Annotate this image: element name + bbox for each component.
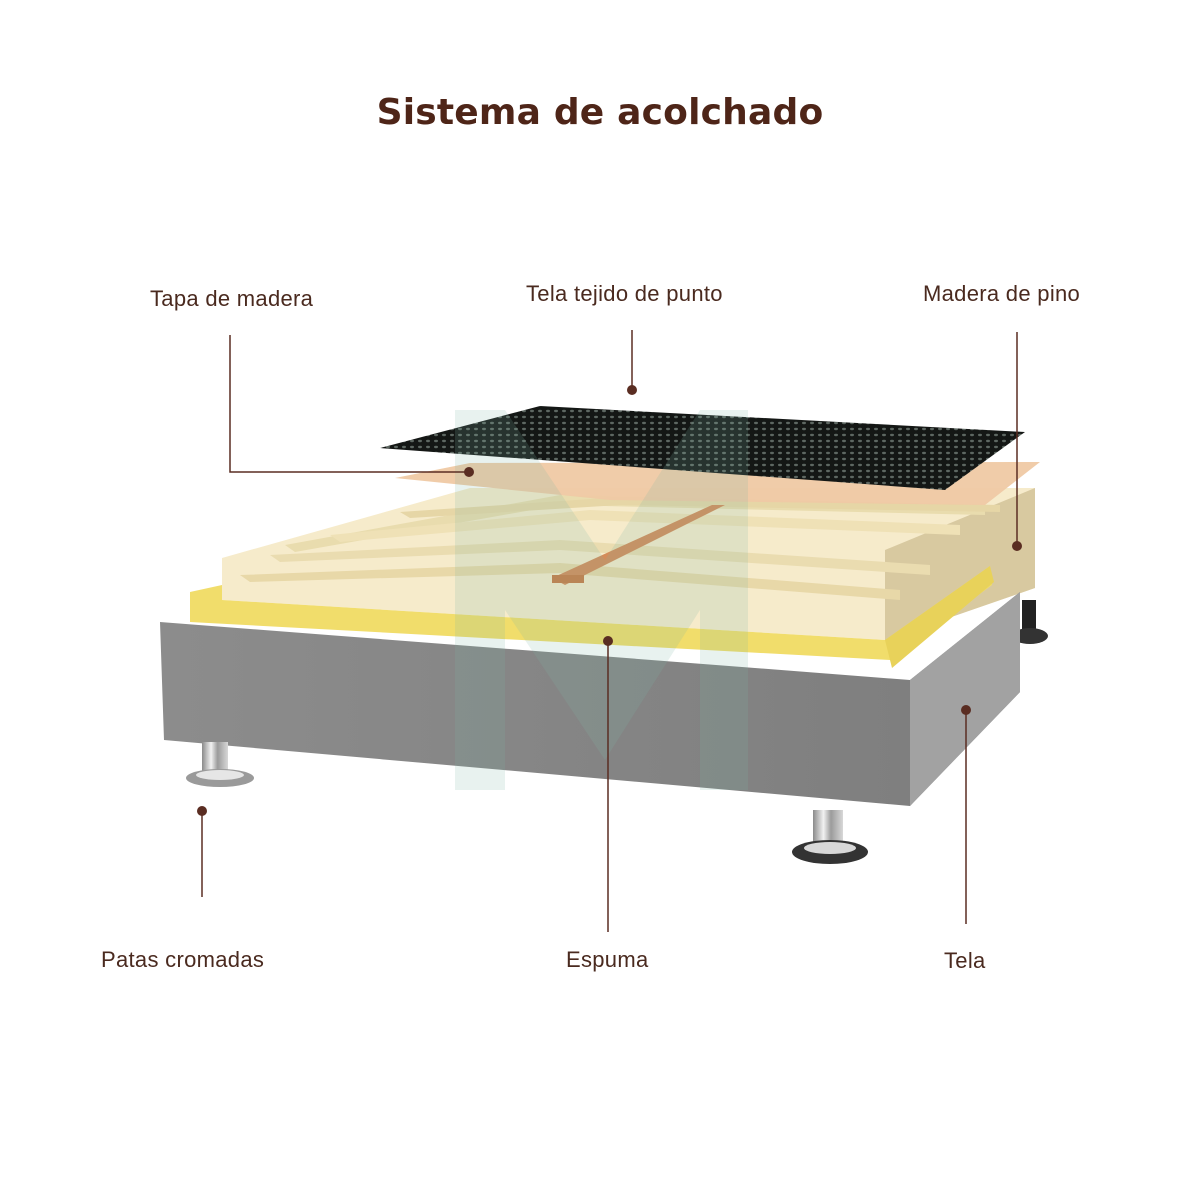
label-tapa-de-madera: Tapa de madera — [150, 286, 314, 311]
label-tela: Tela — [944, 948, 986, 973]
leader-lines — [201, 330, 1018, 932]
knit-fabric-layer — [380, 406, 1025, 490]
chrome-leg-front-right — [792, 810, 868, 864]
label-tela-tejido-de-punto: Tela tejido de punto — [526, 281, 723, 306]
leader-tapa-de-madera — [229, 335, 468, 473]
pine-frame — [222, 488, 1035, 640]
chrome-leg-front-left — [186, 742, 254, 787]
foam-layer — [190, 566, 994, 668]
page-title: Sistema de acolchado — [376, 92, 824, 133]
watermark-logo — [455, 410, 748, 790]
label-madera-de-pino: Madera de pino — [923, 281, 1081, 306]
chrome-leg-back-right — [1012, 600, 1048, 644]
fabric-base — [160, 592, 1020, 806]
label-espuma: Espuma — [566, 947, 649, 972]
leader-dots — [197, 385, 1022, 816]
label-patas-cromadas: Patas cromadas — [101, 947, 265, 972]
